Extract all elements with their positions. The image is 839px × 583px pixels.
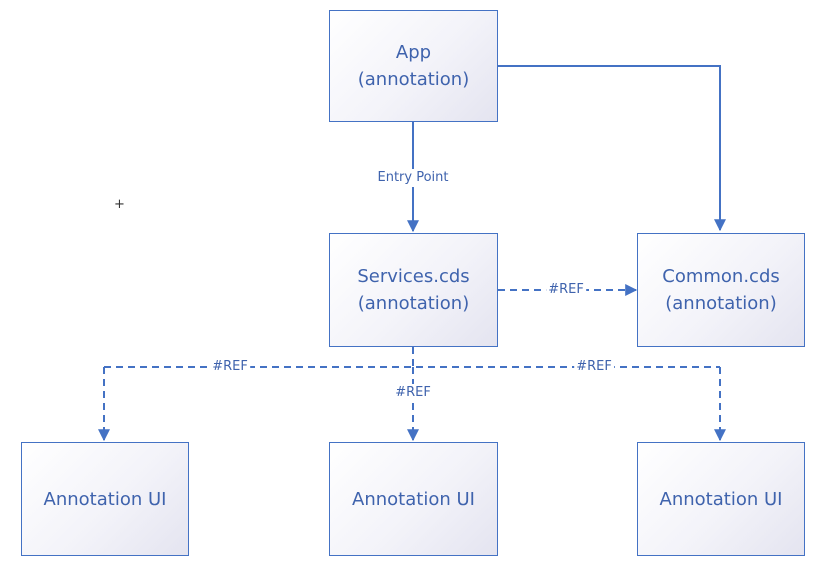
node-common-title: Common.cds bbox=[662, 266, 780, 287]
node-app-title: App bbox=[395, 42, 432, 63]
edge-label-ref-ui-left: #REF bbox=[210, 358, 250, 376]
node-services: Services.cds (annotation) bbox=[329, 233, 498, 347]
node-app: App (annotation) bbox=[329, 10, 498, 122]
crosshair-cursor-icon: + bbox=[114, 197, 125, 212]
edge-label-ref-ui-middle: #REF bbox=[393, 384, 433, 402]
node-services-subtitle: (annotation) bbox=[357, 293, 470, 314]
node-ui-middle-title: Annotation UI bbox=[352, 488, 475, 510]
node-ui-middle: Annotation UI bbox=[329, 442, 498, 556]
node-ui-left: Annotation UI bbox=[21, 442, 189, 556]
node-app-subtitle: (annotation) bbox=[357, 69, 470, 90]
edge-app-to-common bbox=[498, 65, 726, 232]
edge-label-ref-common: #REF bbox=[546, 281, 586, 299]
edge-label-ref-ui-right: #REF bbox=[574, 358, 614, 376]
node-common: Common.cds (annotation) bbox=[637, 233, 805, 347]
edge-label-entry-point: Entry Point bbox=[375, 169, 451, 187]
node-ui-right-title: Annotation UI bbox=[659, 488, 783, 510]
node-ui-left-title: Annotation UI bbox=[43, 488, 167, 510]
node-services-title: Services.cds bbox=[357, 266, 470, 287]
node-ui-right: Annotation UI bbox=[637, 442, 805, 556]
node-common-subtitle: (annotation) bbox=[665, 293, 777, 314]
